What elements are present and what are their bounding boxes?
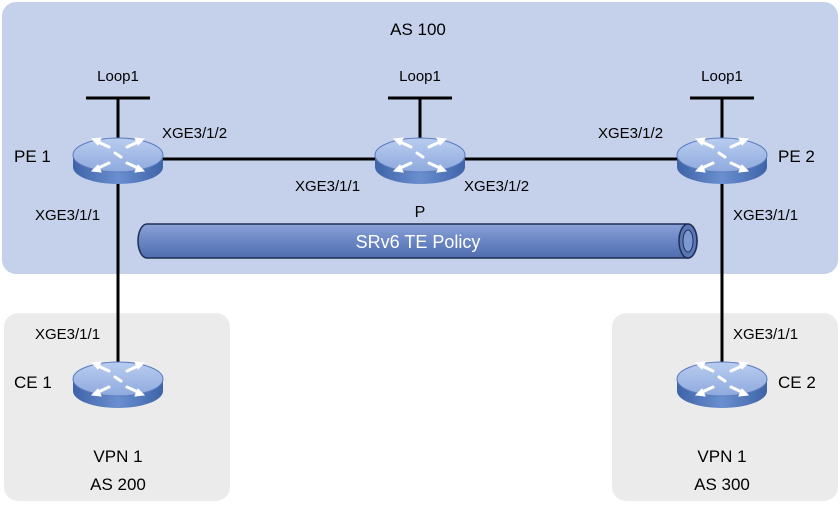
p-loop-label: Loop1 bbox=[399, 68, 441, 85]
pe1-loopback bbox=[86, 96, 150, 140]
router-pe2-icon[interactable] bbox=[675, 136, 769, 186]
pe1-loop-label: Loop1 bbox=[97, 68, 139, 85]
if-pe2-from-p: XGE3/1/2 bbox=[598, 125, 663, 142]
pe1-label: PE 1 bbox=[14, 147, 51, 166]
router-p-icon[interactable] bbox=[373, 136, 467, 186]
if-pe1-to-p: XGE3/1/2 bbox=[162, 125, 227, 142]
if-pe2-to-ce2: XGE3/1/1 bbox=[733, 207, 798, 224]
pe2-loop-label: Loop1 bbox=[701, 68, 743, 85]
router-ce2-icon[interactable] bbox=[675, 360, 769, 410]
srv6-te-policy-tunnel: SRv6 TE Policy bbox=[137, 223, 698, 259]
if-p-from-pe1: XGE3/1/1 bbox=[295, 178, 360, 195]
pe2-loopback bbox=[690, 96, 754, 140]
router-ce1-icon[interactable] bbox=[71, 360, 165, 410]
p-loopback bbox=[388, 96, 452, 140]
as-100-label: AS 100 bbox=[390, 20, 446, 39]
vpn1-left-label: VPN 1 bbox=[93, 447, 142, 466]
if-pe1-to-ce1: XGE3/1/1 bbox=[35, 207, 100, 224]
srv6-te-policy-label: SRv6 TE Policy bbox=[356, 232, 481, 252]
router-pe1-icon[interactable] bbox=[71, 136, 165, 186]
if-ce2-to-pe2: XGE3/1/1 bbox=[733, 326, 798, 343]
if-p-to-pe2: XGE3/1/2 bbox=[464, 178, 529, 195]
ce2-label: CE 2 bbox=[778, 373, 816, 392]
vpn1-right-label: VPN 1 bbox=[697, 447, 746, 466]
as-300-label: AS 300 bbox=[694, 475, 750, 494]
pe2-label: PE 2 bbox=[778, 147, 815, 166]
ce1-label: CE 1 bbox=[14, 373, 52, 392]
if-ce1-to-pe1: XGE3/1/1 bbox=[35, 326, 100, 343]
as-200-label: AS 200 bbox=[90, 475, 146, 494]
p-label: P bbox=[415, 204, 426, 221]
